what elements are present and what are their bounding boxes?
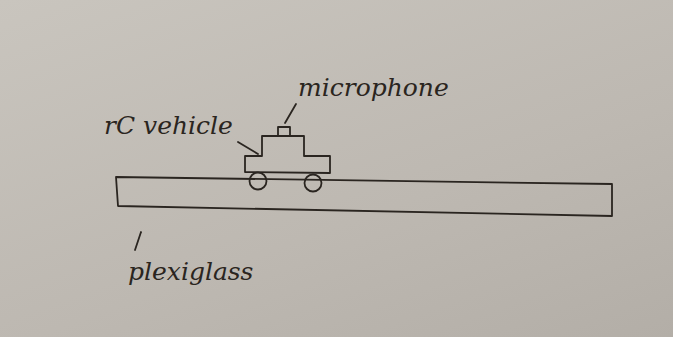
wheel	[305, 175, 322, 192]
microphone-box	[278, 127, 290, 136]
leader-line	[238, 142, 258, 154]
plexiglass-slab	[116, 177, 612, 216]
handwritten-label: rC vehicle	[104, 112, 233, 140]
handwritten-label: microphone	[298, 74, 449, 102]
leader-line	[135, 232, 141, 250]
wheel	[250, 173, 267, 190]
handwritten-label: plexiglass	[128, 258, 253, 286]
leader-line	[285, 104, 296, 123]
